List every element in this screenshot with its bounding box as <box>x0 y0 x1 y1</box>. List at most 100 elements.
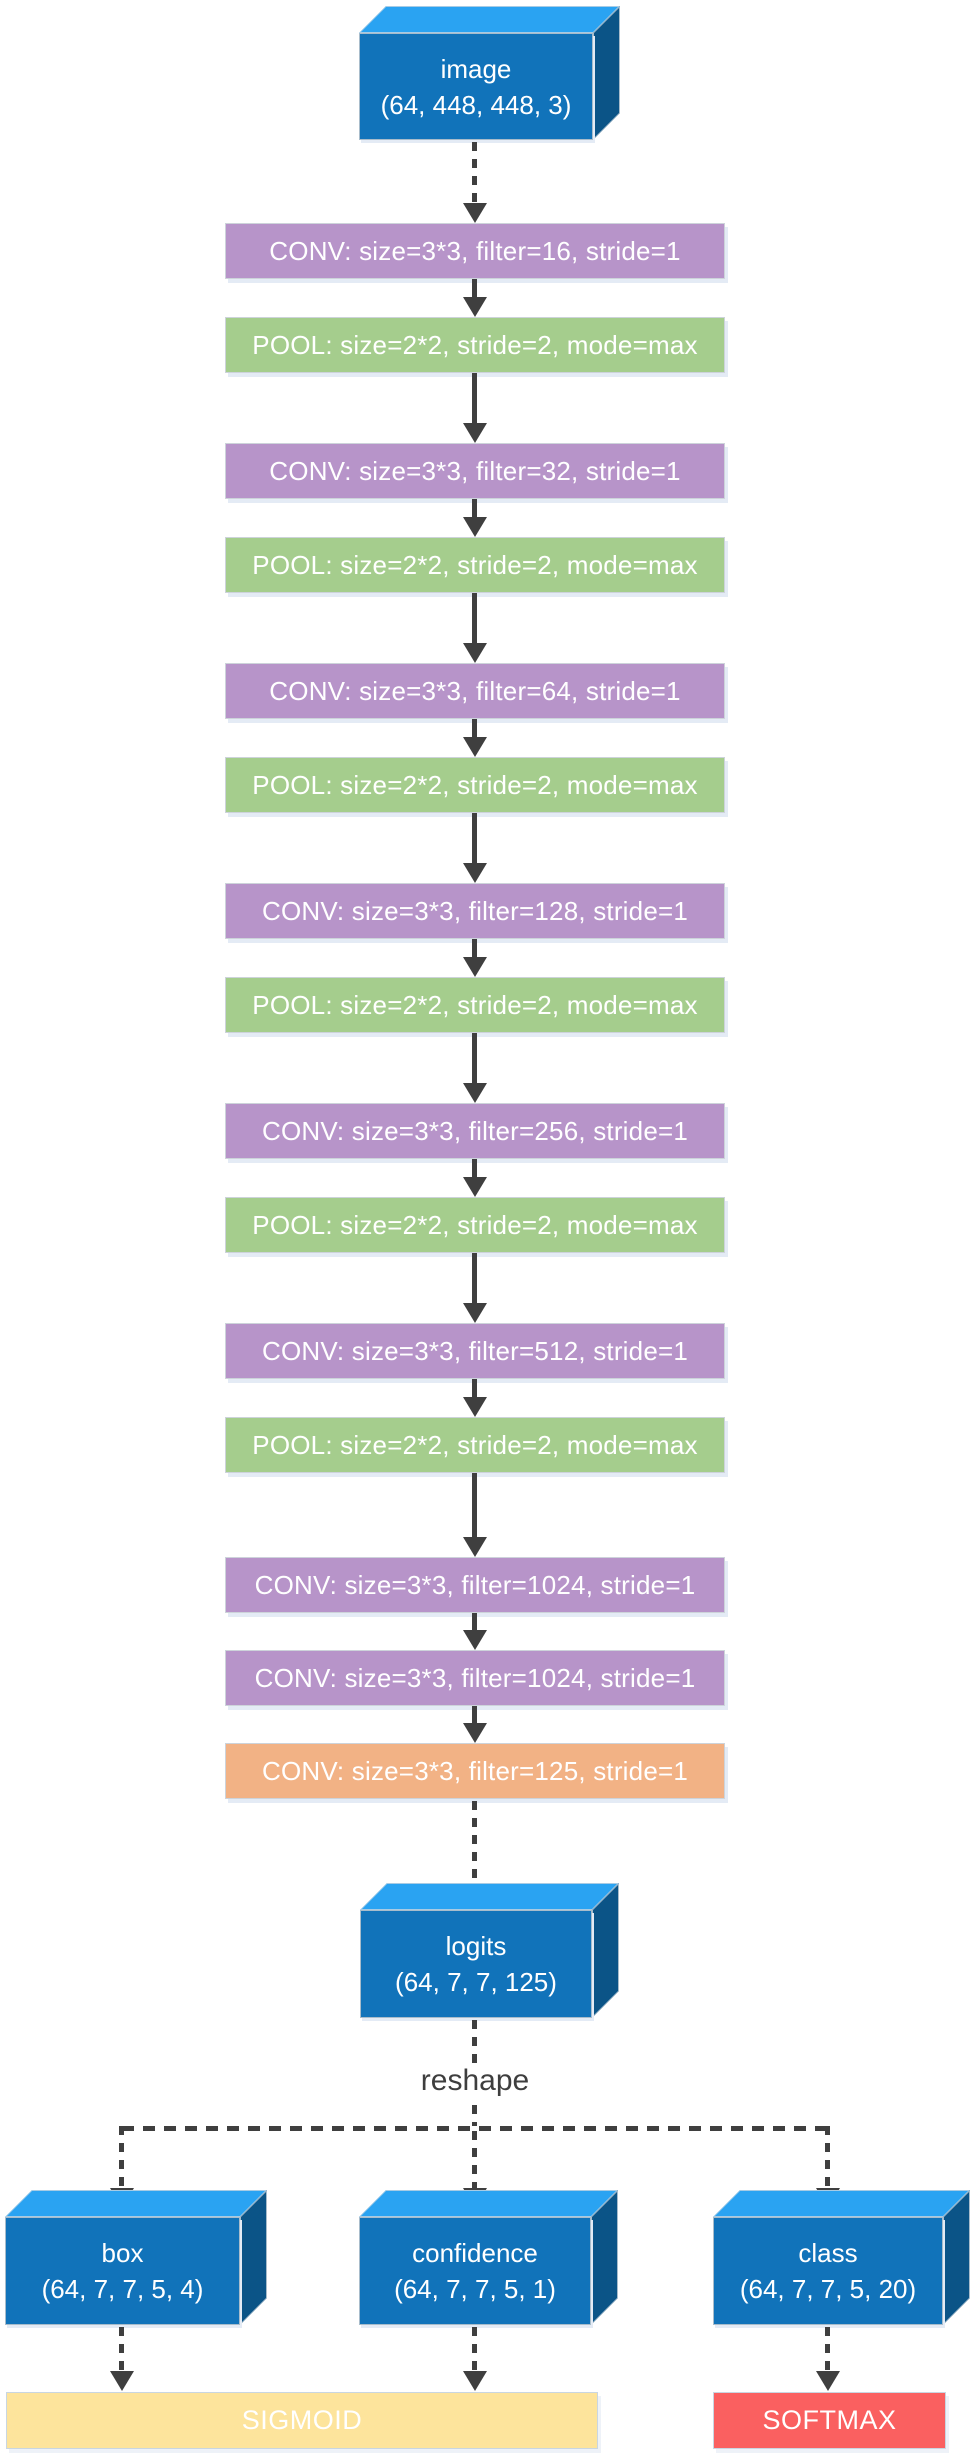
box-front-face: logits (64, 7, 7, 125) <box>360 1910 592 2018</box>
arrow-shaft <box>472 1253 477 1306</box>
output-box-shape: (64, 7, 7, 5, 4) <box>41 2274 204 2304</box>
layer-pool-5: POOL: size=2*2, stride=2, mode=max <box>225 1197 725 1253</box>
output-confidence-shape: (64, 7, 7, 5, 1) <box>394 2274 556 2304</box>
layer-pool-1: POOL: size=2*2, stride=2, mode=max <box>225 317 725 373</box>
arrowhead-icon <box>463 1537 487 1557</box>
arrowhead-icon <box>463 1083 487 1103</box>
arrowhead-icon <box>110 2371 134 2391</box>
arrow-conv5-pool5 <box>463 1159 487 1197</box>
arrow-image-to-conv1 <box>463 142 487 223</box>
layer-pool-2: POOL: size=2*2, stride=2, mode=max <box>225 537 725 593</box>
arrow-shaft <box>472 1473 477 1540</box>
arrowhead-icon <box>463 1630 487 1650</box>
layer-conv-1024a: CONV: size=3*3, filter=1024, stride=1 <box>225 1557 725 1613</box>
arrow-shaft <box>472 2327 477 2374</box>
arrow-confidence-sigmoid <box>463 2327 487 2391</box>
box-top-face <box>713 2190 970 2217</box>
arrow-conv8-conv9 <box>463 1706 487 1743</box>
arrow-shaft <box>825 2327 830 2374</box>
layer-pool-6: POOL: size=2*2, stride=2, mode=max <box>225 1417 725 1473</box>
arrow-conv1-pool1 <box>463 279 487 317</box>
output-box-label: box <box>101 2238 144 2268</box>
arrow-conv7-conv8 <box>463 1613 487 1650</box>
layer-pool-3: POOL: size=2*2, stride=2, mode=max <box>225 757 725 813</box>
output-class-shape: (64, 7, 7, 5, 20) <box>739 2274 917 2304</box>
sigmoid-bar: SIGMOID <box>6 2392 598 2449</box>
softmax-bar: SOFTMAX <box>713 2392 946 2449</box>
box-front-face: confidence (64, 7, 7, 5, 1) <box>359 2217 591 2325</box>
arrow-class-softmax <box>816 2327 840 2391</box>
arrowhead-icon <box>463 1303 487 1323</box>
arrow-conv4-pool4 <box>463 939 487 977</box>
arrow-pool6-conv7 <box>463 1473 487 1557</box>
logits-box-label: logits <box>445 1931 507 1961</box>
layer-conv-16: CONV: size=3*3, filter=16, stride=1 <box>225 223 725 279</box>
arrow-shaft <box>472 1379 477 1400</box>
arrowhead-icon <box>463 517 487 537</box>
arrow-pool3-conv4 <box>463 813 487 883</box>
arrowhead-icon <box>463 1723 487 1743</box>
layer-conv-32: CONV: size=3*3, filter=32, stride=1 <box>225 443 725 499</box>
output-box-class: class (64, 7, 7, 5, 20) <box>713 2190 970 2325</box>
arrow-shaft <box>472 1033 477 1086</box>
arrowhead-icon <box>463 203 487 223</box>
box-top-face <box>359 2190 618 2217</box>
box-front-face: box (64, 7, 7, 5, 4) <box>5 2217 240 2325</box>
box-front-face: class (64, 7, 7, 5, 20) <box>713 2217 943 2325</box>
output-box-confidence: confidence (64, 7, 7, 5, 1) <box>359 2190 618 2325</box>
arrow-shaft <box>472 279 477 300</box>
output-box-box: box (64, 7, 7, 5, 4) <box>5 2190 267 2325</box>
arrowhead-icon <box>463 297 487 317</box>
arrow-shaft <box>472 142 477 206</box>
box-front-face: image (64, 448, 448, 3) <box>359 33 593 140</box>
arrow-shaft <box>472 939 477 960</box>
arrow-pool4-conv5 <box>463 1033 487 1103</box>
arrow-shaft <box>472 373 477 426</box>
output-confidence-label: confidence <box>412 2238 538 2268</box>
arrowhead-icon <box>463 423 487 443</box>
arrow-shaft <box>472 1159 477 1180</box>
box-top-face <box>360 1883 619 1910</box>
box-top-face <box>359 6 620 33</box>
arrow-shaft <box>472 499 477 520</box>
layer-conv-1024b: CONV: size=3*3, filter=1024, stride=1 <box>225 1650 725 1706</box>
arrow-box-sigmoid <box>110 2327 134 2391</box>
arrowhead-icon <box>463 957 487 977</box>
layer-conv-64: CONV: size=3*3, filter=64, stride=1 <box>225 663 725 719</box>
arrow-shaft <box>119 2126 124 2191</box>
reshape-label: reshape <box>412 2064 538 2098</box>
branch-line <box>122 2126 830 2131</box>
layer-conv-256: CONV: size=3*3, filter=256, stride=1 <box>225 1103 725 1159</box>
layer-pool-4: POOL: size=2*2, stride=2, mode=max <box>225 977 725 1033</box>
arrow-shaft <box>825 2126 830 2191</box>
layer-conv-128: CONV: size=3*3, filter=128, stride=1 <box>225 883 725 939</box>
box-top-face <box>5 2190 267 2217</box>
arrowhead-icon <box>463 863 487 883</box>
output-class-label: class <box>798 2238 858 2268</box>
arrow-shaft <box>472 1613 477 1633</box>
arrowhead-icon <box>463 2371 487 2391</box>
arrow-shaft <box>472 2131 477 2191</box>
arrow-pool2-conv3 <box>463 593 487 663</box>
arrowhead-icon <box>463 1397 487 1417</box>
arrow-shaft <box>472 813 477 866</box>
arrow-shaft <box>472 1801 477 1891</box>
arrow-shaft <box>472 1706 477 1726</box>
arrow-conv2-pool2 <box>463 499 487 537</box>
arrow-conv6-pool6 <box>463 1379 487 1417</box>
arrow-pool5-conv6 <box>463 1253 487 1323</box>
arrow-conv3-pool3 <box>463 719 487 757</box>
input-box-label: image <box>440 53 512 84</box>
arrow-pool1-conv2 <box>463 373 487 443</box>
arrow-shaft <box>119 2327 124 2374</box>
logits-box: logits (64, 7, 7, 125) <box>360 1883 619 2018</box>
logits-box-shape: (64, 7, 7, 125) <box>395 1967 557 1997</box>
arrow-shaft <box>472 593 477 646</box>
arrowhead-icon <box>463 643 487 663</box>
arrowhead-icon <box>463 1177 487 1197</box>
arrowhead-icon <box>816 2371 840 2391</box>
input-image-box: image (64, 448, 448, 3) <box>359 6 620 140</box>
arrow-shaft <box>472 719 477 740</box>
layer-conv-125: CONV: size=3*3, filter=125, stride=1 <box>225 1743 725 1799</box>
